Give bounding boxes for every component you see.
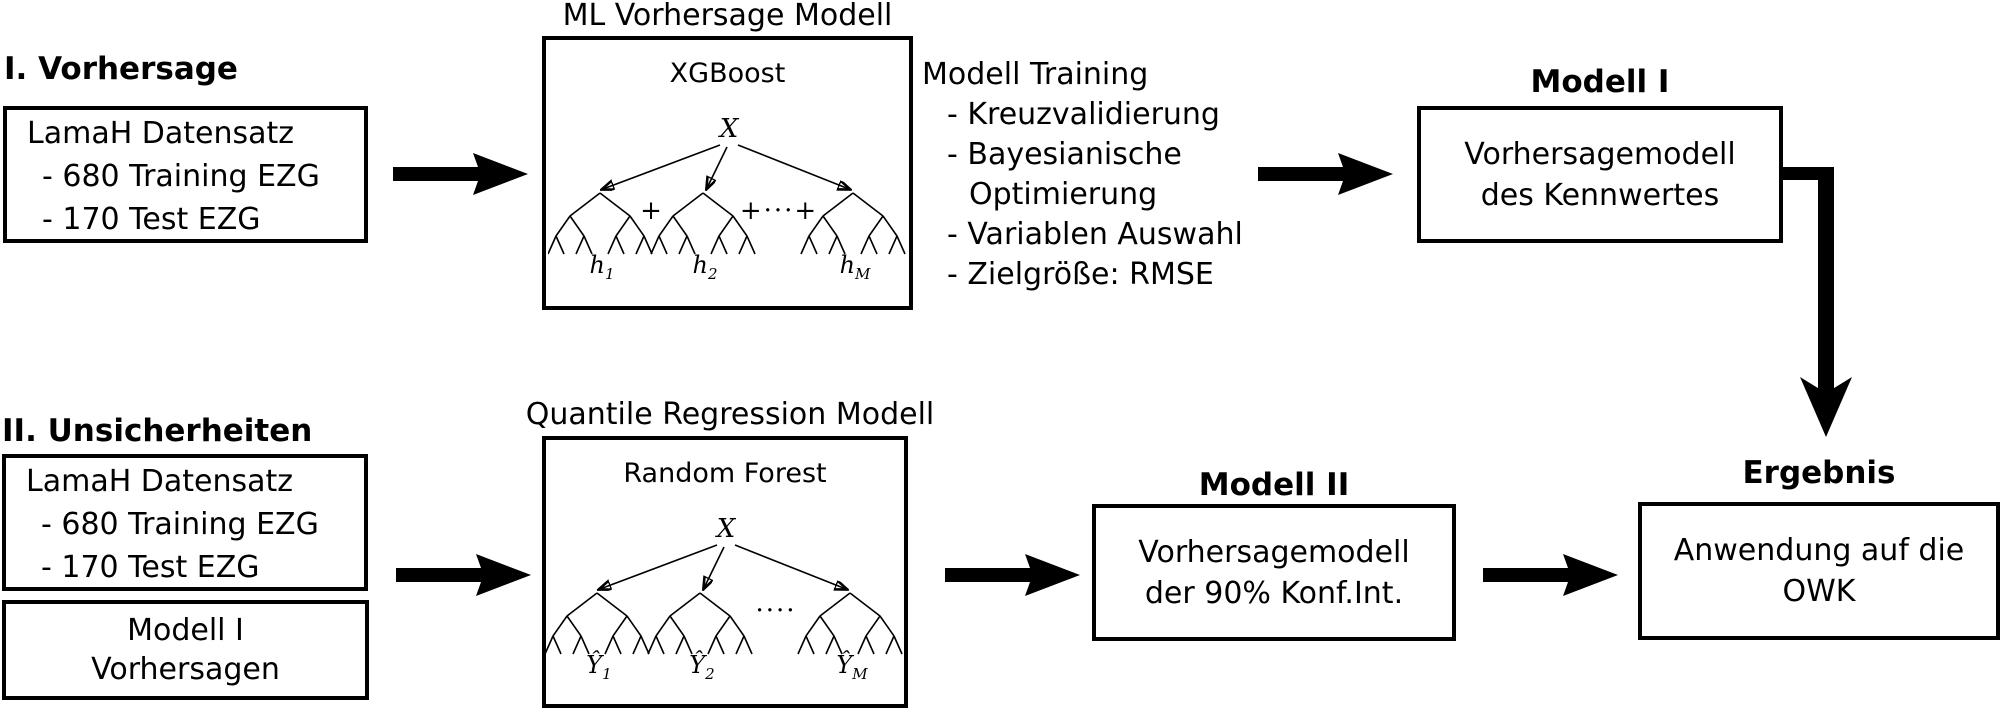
dataset-box-2: LamaH Datensatz - 680 Training EZG - 170…: [2, 454, 368, 591]
tree-glyph: [649, 192, 756, 255]
arrow-right-icon: [945, 554, 1080, 596]
result-line: OWK: [1782, 574, 1856, 609]
tree-separator: ····: [755, 596, 796, 626]
dataset-item: - 170 Test EZG: [41, 550, 260, 585]
branch-arrow-icon: [707, 146, 728, 188]
training-item: - Bayesianische: [947, 137, 1182, 172]
qr-model-title: Quantile Regression Modell: [525, 397, 935, 432]
result-box: Anwendung auf die OWK: [1638, 502, 2000, 640]
tree-label: Ŷ1: [586, 650, 611, 683]
ml-model-title: ML Vorhersage Modell: [562, 0, 893, 33]
dataset-item: - 170 Test EZG: [42, 202, 261, 237]
tree-separator: +···+: [739, 196, 817, 226]
arrow-right-icon: [1258, 153, 1393, 195]
tree-separator: +: [640, 196, 664, 226]
algorithm-name: XGBoost: [669, 58, 786, 89]
model-1-box: Vorhersagemodell des Kennwertes: [1417, 106, 1783, 243]
tree-label: h1: [589, 251, 614, 283]
branch-arrow-icon: [603, 144, 720, 189]
dataset-item: - 680 Training EZG: [42, 159, 320, 194]
random-forest-illustration: X ···· Ŷ1 Ŷ2 ŶM: [545, 515, 903, 683]
model-1-line: Vorhersagemodell: [1464, 136, 1736, 172]
training-item: - Variablen Auswahl: [947, 217, 1243, 252]
result-heading: Ergebnis: [1742, 455, 1896, 491]
model-training-list: Modell Training - Kreuzvalidierung - Bay…: [922, 55, 1243, 295]
ml-model-box: XGBoost X + +···+ h1 h2 hM: [542, 36, 913, 310]
predictions-line: Vorhersagen: [91, 652, 280, 687]
tree-label: Ŷ2: [689, 650, 714, 683]
tree-glyph: [799, 192, 906, 255]
training-item-continuation: Optimierung: [969, 177, 1158, 212]
training-item: - Zielgröße: RMSE: [947, 257, 1214, 292]
model-1-line: des Kennwertes: [1480, 177, 1720, 213]
arrow-right-icon: [396, 554, 531, 596]
dataset-title: LamaH Datensatz: [26, 464, 294, 499]
elbow-arrow-down-icon: [1783, 167, 1852, 437]
model-1-predictions-box: Modell I Vorhersagen: [2, 600, 369, 700]
boosted-trees-illustration: X + +···+ h1 h2 hM: [547, 115, 906, 283]
arrow-right-icon: [1483, 554, 1618, 596]
branch-arrow-icon: [737, 144, 849, 189]
model-2-heading: Modell II: [1198, 467, 1350, 503]
branch-arrow-icon: [734, 544, 846, 589]
dataset-item: - 680 Training EZG: [41, 507, 319, 542]
dataset-box-1: LamaH Datensatz - 680 Training EZG - 170…: [3, 106, 368, 243]
dataset-title: LamaH Datensatz: [27, 116, 295, 151]
tree-glyph: [547, 192, 653, 255]
tree-glyph: [797, 592, 903, 655]
branch-arrow-icon: [600, 544, 718, 589]
section-1-heading: I. Vorhersage: [4, 51, 238, 87]
tree-root-label: X: [715, 515, 737, 544]
model-1-heading: Modell I: [1530, 64, 1670, 100]
model-2-line: Vorhersagemodell: [1138, 534, 1410, 570]
result-line: Anwendung auf die: [1673, 533, 1965, 568]
training-title: Modell Training: [922, 57, 1149, 92]
tree-label: ŶM: [836, 650, 868, 683]
tree-glyph: [647, 592, 753, 655]
arrow-right-icon: [393, 153, 528, 195]
algorithm-name: Random Forest: [623, 458, 827, 489]
predictions-line: Modell I: [127, 613, 244, 648]
branch-arrow-icon: [704, 546, 725, 588]
tree-glyph: [545, 592, 650, 655]
model-2-box: Vorhersagemodell der 90% Konf.Int.: [1092, 504, 1456, 641]
tree-label: hM: [839, 251, 870, 283]
tree-label: h2: [692, 251, 717, 283]
section-2-heading: II. Unsicherheiten: [2, 413, 313, 449]
tree-root-label: X: [717, 115, 739, 144]
training-item: - Kreuzvalidierung: [947, 97, 1220, 132]
model-2-line: der 90% Konf.Int.: [1144, 575, 1404, 611]
qr-model-box: Random Forest X ···· Ŷ1 Ŷ2 ŶM: [542, 436, 908, 708]
